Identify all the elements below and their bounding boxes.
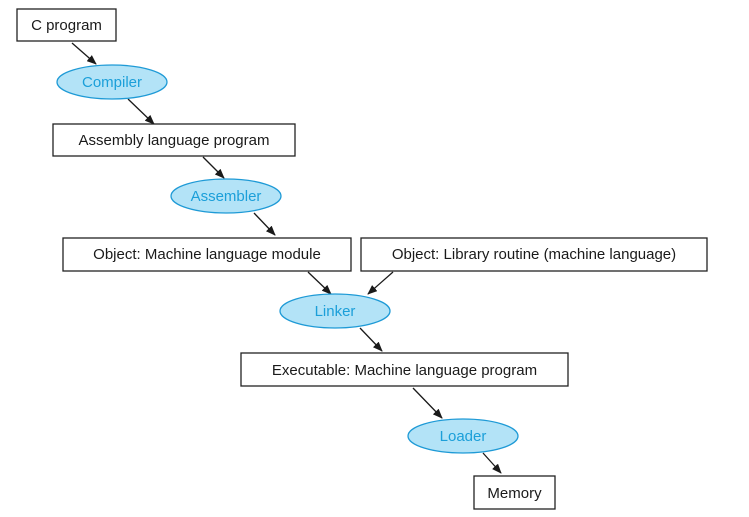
executable-box: Executable: Machine language program: [240, 352, 569, 387]
c-program-label: C program: [31, 17, 102, 34]
arrow-loader-to-memory: [482, 452, 502, 474]
arrow-linker-to-executable: [359, 327, 383, 352]
arrow-cprogram-to-compiler: [71, 42, 97, 65]
arrow-assembler-to-object: [253, 212, 276, 236]
assembly-program-box: Assembly language program: [52, 123, 296, 157]
arrow-object-to-linker: [307, 271, 332, 295]
assembler-label: Assembler: [191, 188, 262, 205]
loader-step: Loader: [407, 418, 519, 454]
library-routine-label: Object: Library routine (machine languag…: [392, 246, 676, 263]
object-module-label: Object: Machine language module: [93, 246, 321, 263]
loader-label: Loader: [440, 428, 487, 445]
compiler-step: Compiler: [56, 64, 168, 100]
arrow-executable-to-loader: [412, 387, 443, 419]
linker-step: Linker: [279, 293, 391, 329]
memory-box: Memory: [473, 475, 556, 510]
c-program-box: C program: [16, 8, 117, 42]
arrows: [71, 42, 502, 474]
executable-label: Executable: Machine language program: [272, 362, 537, 379]
memory-label: Memory: [487, 485, 542, 502]
compiler-label: Compiler: [82, 74, 142, 91]
arrow-library-to-linker: [367, 271, 394, 295]
assembler-step: Assembler: [170, 178, 282, 214]
assembly-program-label: Assembly language program: [79, 132, 270, 149]
arrow-assembly-to-assembler: [202, 156, 225, 179]
arrow-compiler-to-assembly: [127, 98, 155, 125]
object-module-box: Object: Machine language module: [62, 237, 352, 272]
library-routine-box: Object: Library routine (machine languag…: [360, 237, 708, 272]
linker-label: Linker: [315, 303, 356, 320]
